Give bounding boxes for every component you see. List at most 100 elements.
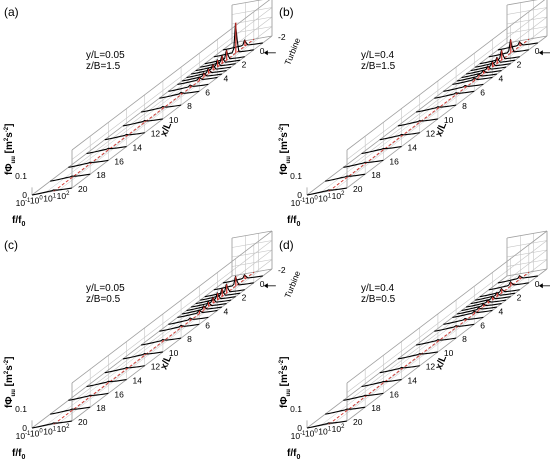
x-tick-label: 4	[224, 74, 229, 84]
left-wall-z-gridline	[231, 240, 273, 248]
spectrum-curve	[470, 295, 511, 305]
spectrum-curve	[325, 406, 366, 415]
floor-f-gridline	[320, 40, 521, 193]
spectrum-curve	[159, 90, 200, 99]
spectrum-curve	[200, 54, 241, 68]
x-tick-label: 6	[205, 320, 210, 330]
spectrum-curve	[195, 292, 236, 305]
x-tick-label: 8	[462, 101, 467, 111]
back-wall-z-gridline	[346, 249, 548, 403]
freq-tick-exponent: -1	[300, 198, 306, 204]
axis-box-edge	[346, 230, 548, 384]
freq-tick-label: 102	[332, 191, 345, 201]
spectrum-curve	[461, 302, 502, 312]
freq-tick-exponent: 2	[341, 191, 345, 197]
floor-f-gridline	[58, 38, 259, 191]
freq-tick-label: 101	[318, 426, 331, 436]
panel-annotation: y/L=0.4	[361, 50, 395, 61]
back-wall-z-gridline	[346, 240, 548, 393]
z-axis-label-part: ]	[4, 124, 15, 127]
x-axis-label: x/L	[434, 354, 450, 372]
freq-tick-exponent: -1	[300, 431, 306, 437]
spectrum-curve	[181, 72, 223, 82]
axis-box-edge	[306, 275, 508, 429]
axis-box-edge	[306, 42, 508, 196]
back-wall-z-gridline	[71, 16, 273, 170]
turbine-arrow-head	[263, 50, 268, 56]
freq-tick-label: 101	[318, 193, 331, 203]
z-tick-label: 0	[22, 190, 27, 200]
freq-axis-label-subscript: 0	[296, 221, 300, 228]
x-tick-label: 8	[187, 101, 192, 111]
back-wall-z-gridline	[71, 7, 273, 160]
axis-box-edge	[71, 0, 271, 151]
spectrum-curve	[397, 118, 438, 127]
panel-label: (b)	[279, 5, 294, 19]
x-tick-label: 14	[408, 143, 418, 153]
panel-2: -202468101214161820x/LTurbine00.110-1100…	[279, 0, 550, 228]
freq-tick-label: 10-1	[16, 431, 31, 441]
spectrum-curve	[204, 49, 245, 65]
freq-tick-label: 100	[30, 429, 43, 439]
axis-box-edge	[346, 268, 548, 422]
z-axis-label-part: fΦ	[279, 396, 290, 408]
panel-annotation: y/L=0.4	[361, 283, 395, 294]
back-wall-z-gridline	[346, 7, 548, 160]
axis-box-edge	[71, 268, 273, 422]
z-axis-label-part: s	[279, 365, 290, 371]
x-tick-label: 2	[242, 60, 247, 70]
z-axis-label-part: 2	[279, 137, 285, 141]
spectrum-curve	[222, 39, 263, 51]
z-tick-label: 0	[297, 423, 302, 433]
axis-box-edge	[506, 268, 548, 277]
x-tick-label: 20	[353, 184, 363, 194]
turbine-arrow-head	[263, 283, 268, 289]
axis-box-edge	[231, 230, 273, 239]
z-axis-label-part: [m	[4, 141, 15, 156]
spectrum-curve	[140, 337, 182, 346]
freq-tick-label: 100	[30, 196, 43, 206]
z-axis-label-part: fΦ	[4, 163, 15, 175]
spectrum-curve	[306, 187, 348, 196]
z-tick-label: 0	[297, 190, 302, 200]
x-tick-label: 8	[187, 334, 192, 344]
spectrum-curve	[104, 365, 145, 374]
x-tick-label: 16	[389, 389, 399, 399]
panel-annotation: z/B=0.5	[86, 294, 121, 305]
left-wall-z-gridline	[506, 259, 548, 267]
z-axis-label-part: s	[279, 132, 290, 138]
x-tick-label: 0	[260, 46, 265, 56]
x-tick-label: 0	[535, 279, 540, 289]
spectrum-curve	[159, 323, 200, 332]
axis-box-edge	[346, 0, 546, 151]
floor-f-gridline	[320, 273, 521, 426]
z-tick-label: 0	[22, 423, 27, 433]
freq-axis-label-subscript: 0	[21, 454, 25, 461]
spectrum-curve	[181, 305, 223, 315]
axis-box-edge	[346, 35, 548, 189]
z-axis-label-part: 2	[279, 370, 285, 374]
freq-tick-exponent: 2	[66, 191, 70, 197]
z-axis-label-part: [m	[279, 141, 290, 156]
freq-tick-label: 100	[305, 196, 318, 206]
freq-axis-label-subscript: 0	[296, 454, 300, 461]
spectrum-curve	[325, 173, 366, 182]
x-tick-label: 18	[371, 403, 381, 413]
z-axis-label-part: ]	[279, 357, 290, 360]
x-tick-label: 12	[151, 362, 161, 372]
axis-box-edge	[31, 275, 233, 429]
spectrum-curve	[379, 365, 420, 374]
spectrum-curve	[190, 296, 232, 308]
x-tick-label: 14	[408, 376, 418, 386]
z-axis-label-part: -2	[279, 126, 285, 132]
spectrum-curve	[456, 306, 498, 315]
freq-tick-exponent: 1	[53, 426, 57, 432]
panel-annotation: z/B=0.5	[361, 294, 396, 305]
spectrum-curve	[415, 104, 457, 113]
z-axis-label-part: 2	[4, 370, 10, 374]
freq-tick-label: 10-1	[16, 198, 31, 208]
left-wall-z-gridline	[231, 7, 273, 15]
spectrum-curve	[465, 299, 507, 308]
